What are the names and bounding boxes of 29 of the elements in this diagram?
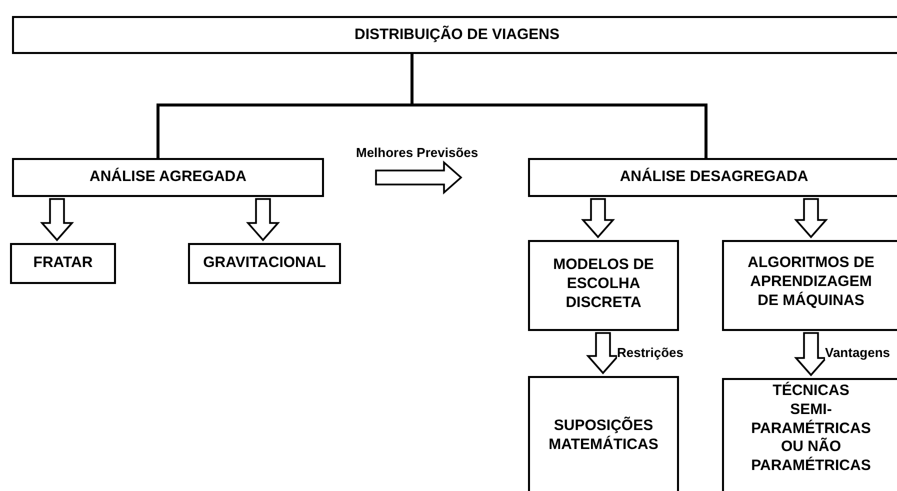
node-text: ALGORITMOS DE APRENDIZAGEM DE MÁQUINAS: [746, 254, 876, 310]
process-box: [528, 240, 679, 331]
connector-line: [410, 54, 708, 158]
process-box: [188, 243, 341, 284]
node-text: ANÁLISE AGREGADA: [90, 168, 246, 187]
node-text: DISTRIBUIÇÃO DE VIAGENS: [354, 26, 560, 44]
node-text: MODELOS DE ESCOLHA DISCRETA: [552, 256, 655, 312]
block-arrow: [794, 332, 828, 376]
edge-label: Vantagens: [825, 345, 890, 360]
block-arrow: [581, 198, 615, 238]
process-box: [722, 240, 897, 331]
process-box: [12, 16, 897, 54]
block-arrow: [375, 160, 462, 194]
node-text: ANÁLISE DESAGREGADA: [620, 168, 808, 187]
block-arrow: [40, 198, 74, 242]
process-box: [528, 376, 679, 491]
process-box: [722, 378, 897, 491]
block-arrow: [794, 198, 828, 238]
process-box: [528, 158, 897, 197]
block-arrow: [586, 332, 620, 374]
node-text: SUPOSIÇÕES MATEMÁTICAS: [548, 417, 660, 455]
node-text: FRATAR: [33, 254, 93, 273]
block-arrow: [246, 198, 280, 242]
node-text: GRAVITACIONAL: [203, 254, 326, 273]
process-box: [10, 243, 116, 284]
edge-label: Melhores Previsões: [356, 145, 478, 160]
process-box: [12, 158, 324, 197]
node-text: TÉCNICAS SEMI-PARAMÉTRICAS OU NÃO PARAMÉTRICAS: [750, 382, 872, 476]
edge-label: Restrições: [617, 345, 684, 360]
